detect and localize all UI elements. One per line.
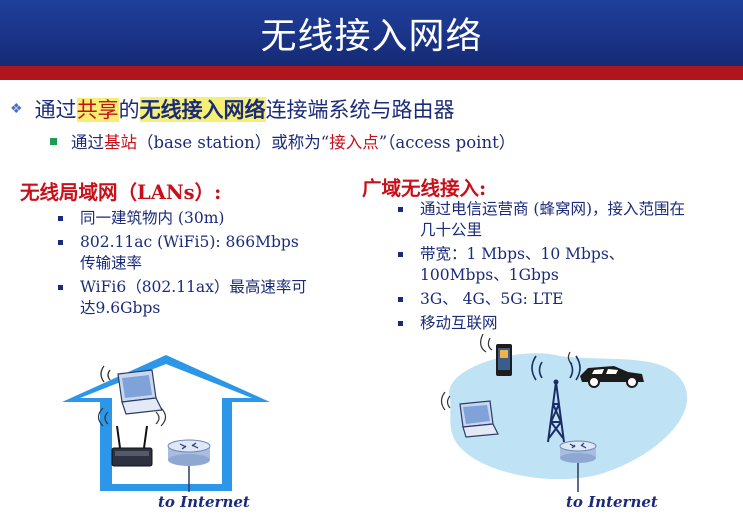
laptop-icon <box>100 365 163 415</box>
square-bullet-icon <box>50 138 57 145</box>
sub-bullet-part: ”（access point） <box>378 133 516 152</box>
wide-area-list: 通过电信运营商 (蜂窝网)，接入范围在几十公里 带宽：1 Mbps、10 Mbp… <box>396 199 696 337</box>
router-icon <box>167 439 211 466</box>
main-bullet: ❖ 通过共享的无线接入网络连接端系统与路由器 <box>10 94 455 124</box>
slide-title: 无线接入网络 <box>260 16 483 57</box>
lans-heading: 无线局域网（LANs）: <box>20 181 222 204</box>
sub-bullet: 通过基站（base station）或称为“接入点”（access point） <box>50 129 515 153</box>
list-item: 通过电信运营商 (蜂窝网)，接入范围在几十公里 <box>396 199 696 241</box>
smartphone-icon <box>480 333 512 376</box>
list-item: WiFi6（802.11ax）最高速率可达9.6Gbps <box>56 277 314 319</box>
list-item: 同一建筑物内 (30m) <box>56 208 314 229</box>
main-bullet-part: 通过 <box>34 98 77 122</box>
sub-bullet-part: （base station）或称为“ <box>137 133 330 152</box>
main-bullet-text: 通过共享的无线接入网络连接端系统与路由器 <box>35 94 455 124</box>
list-item: 带宽：1 Mbps、10 Mbps、100Mbps、1Gbps <box>396 244 696 286</box>
cell-tower-icon <box>531 355 581 443</box>
laptop-icon <box>440 391 499 438</box>
main-bullet-part: 连接端系统与路由器 <box>265 98 455 122</box>
main-bullet-emphasis: 共享 <box>76 98 119 122</box>
list-item: 3G、 4G、5G: LTE <box>396 289 696 310</box>
title-divider <box>0 66 743 80</box>
wireless-router-icon <box>97 407 167 467</box>
main-bullet-keyword: 无线接入网络 <box>139 97 266 122</box>
title-bar: 无线接入网络 <box>0 0 743 66</box>
sub-bullet-emphasis: 接入点 <box>329 133 379 152</box>
lan-internet-caption: to Internet <box>158 493 250 511</box>
lans-list: 同一建筑物内 (30m) 802.11ac (WiFi5): 866Mbps传输… <box>56 208 314 322</box>
wide-internet-caption: to Internet <box>566 493 658 511</box>
sub-bullet-part: 通过 <box>71 133 104 152</box>
sub-bullet-emphasis: 基站 <box>104 133 137 152</box>
car-icon <box>567 351 644 388</box>
wide-area-heading: 广域无线接入: <box>362 177 487 200</box>
list-item: 移动互联网 <box>396 313 696 334</box>
router-icon <box>559 440 597 463</box>
diamond-bullet-icon: ❖ <box>10 101 23 117</box>
list-item: 802.11ac (WiFi5): 866Mbps传输速率 <box>56 232 314 274</box>
main-bullet-part: 的 <box>118 98 140 122</box>
